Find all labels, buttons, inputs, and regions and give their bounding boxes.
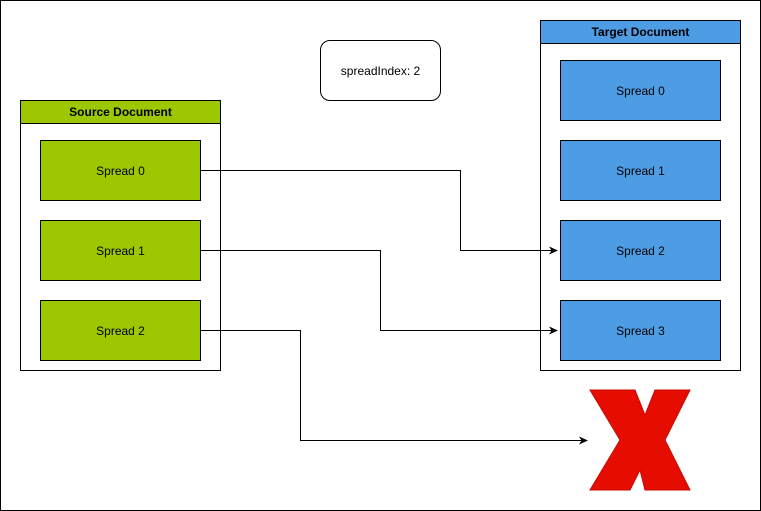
target-spread-0: Spread 0 bbox=[560, 60, 721, 121]
target-spread-1-label: Spread 1 bbox=[616, 163, 665, 178]
source-spread-1-label: Spread 1 bbox=[96, 243, 145, 258]
target-spread-3-label: Spread 3 bbox=[616, 323, 665, 338]
connector-spread0-to-spread2 bbox=[201, 170, 558, 255]
source-document-title: Source Document bbox=[69, 105, 172, 119]
target-spread-2-label: Spread 2 bbox=[616, 243, 665, 258]
red-x-icon bbox=[589, 389, 691, 491]
target-spread-0-label: Spread 0 bbox=[616, 83, 665, 98]
spread-index-label: spreadIndex: 2 bbox=[340, 63, 421, 78]
source-spread-2: Spread 2 bbox=[40, 300, 201, 361]
target-spread-2: Spread 2 bbox=[560, 220, 721, 281]
target-document-title: Target Document bbox=[591, 25, 690, 39]
source-spread-2-label: Spread 2 bbox=[96, 323, 145, 338]
source-spread-1: Spread 1 bbox=[40, 220, 201, 281]
target-spread-3: Spread 3 bbox=[560, 300, 721, 361]
connector-spread2-to-invalid bbox=[201, 330, 588, 445]
target-spread-1: Spread 1 bbox=[560, 140, 721, 201]
target-document-header: Target Document bbox=[540, 20, 741, 44]
source-document-header: Source Document bbox=[20, 100, 221, 124]
source-spread-0: Spread 0 bbox=[40, 140, 201, 201]
source-spread-0-label: Spread 0 bbox=[96, 163, 145, 178]
connector-spread1-to-spread3 bbox=[201, 250, 558, 335]
spread-index-note: spreadIndex: 2 bbox=[320, 40, 441, 101]
